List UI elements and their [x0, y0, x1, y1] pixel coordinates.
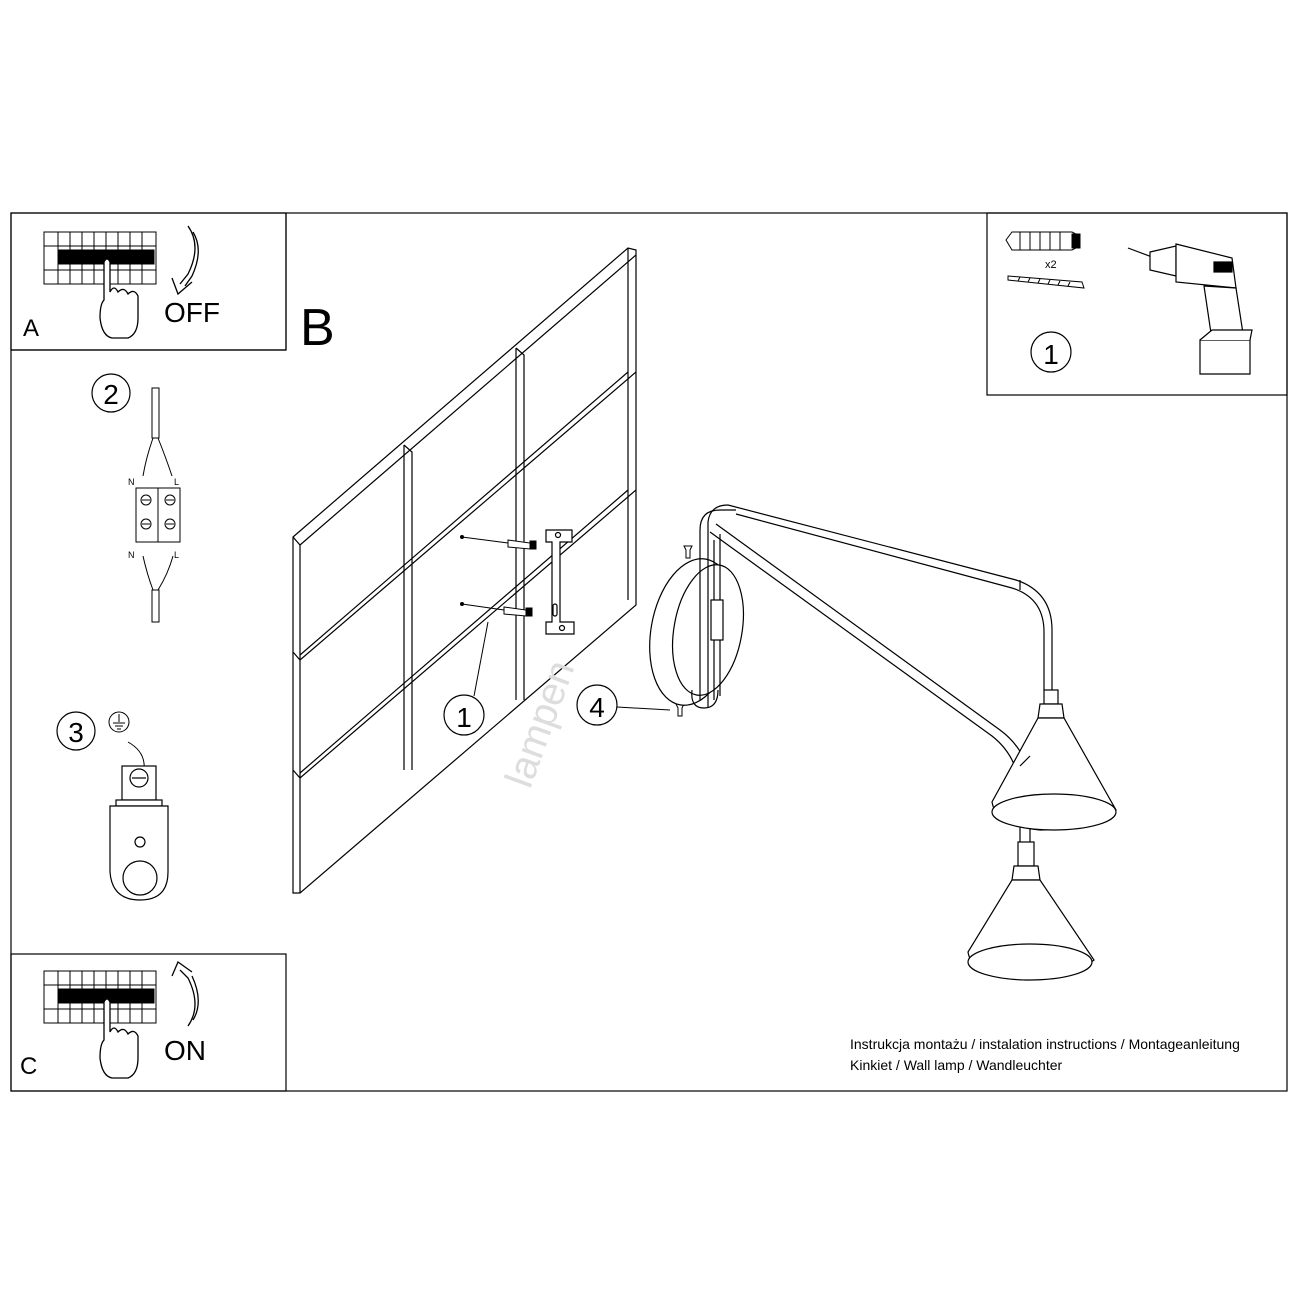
screw-icon: [1007, 275, 1085, 289]
step-a-letter: A: [23, 315, 39, 342]
panel-c: ON C: [10, 953, 287, 1092]
step-a-action: OFF: [164, 297, 220, 328]
ground-symbol-icon: [108, 711, 130, 733]
panel-a: OFF A: [10, 212, 287, 351]
hand-icon: [99, 998, 139, 1079]
step-3-number: 3: [68, 717, 84, 748]
step-3-ground: 3: [56, 711, 169, 901]
wall-tiles: [292, 247, 637, 894]
terminal-l-top: L: [174, 477, 179, 487]
hand-icon: [99, 258, 139, 339]
terminal-n-top: N: [128, 477, 135, 487]
footer-caption: Instrukcja montażu / instalation instruc…: [850, 1034, 1240, 1076]
wall-lamp: [649, 504, 1117, 981]
step-2-number: 2: [103, 379, 119, 410]
mounting-screws: [460, 535, 537, 617]
curved-arrow-icon: [171, 225, 199, 296]
footer-line-2: Kinkiet / Wall lamp / Wandleuchter: [850, 1057, 1063, 1073]
drill-icon: [1127, 243, 1253, 375]
terminal-block-icon: [135, 487, 181, 543]
step-c-action: ON: [164, 1035, 206, 1066]
watermark: lampen: [497, 655, 583, 793]
step-2-wiring: 2 N L N L: [91, 373, 181, 623]
terminal-l-bottom: L: [174, 550, 179, 560]
callout-4-number: 4: [589, 692, 605, 723]
breaker-panel-icon: [43, 970, 157, 1024]
wall-plug-icon: [1005, 231, 1081, 251]
cable-icon: [142, 387, 174, 623]
ground-terminal-icon: [109, 765, 169, 901]
step-b-letter: B: [300, 299, 335, 357]
outer-frame: [10, 212, 1288, 1092]
curved-arrow-icon: [171, 961, 199, 1027]
footer-line-1: Instrukcja montażu / instalation instruc…: [850, 1036, 1240, 1052]
terminal-n-bottom: N: [128, 550, 135, 560]
tools-panel: x2 1: [986, 212, 1288, 396]
set-screw-icon: [683, 545, 693, 559]
callout-1-number: 1: [456, 702, 472, 733]
step-c-letter: C: [20, 1053, 37, 1080]
mounting-bracket: [545, 529, 575, 635]
wall-plug-quantity: x2: [1045, 259, 1057, 271]
breaker-panel-icon: [43, 231, 157, 285]
tools-number: 1: [1043, 339, 1059, 370]
